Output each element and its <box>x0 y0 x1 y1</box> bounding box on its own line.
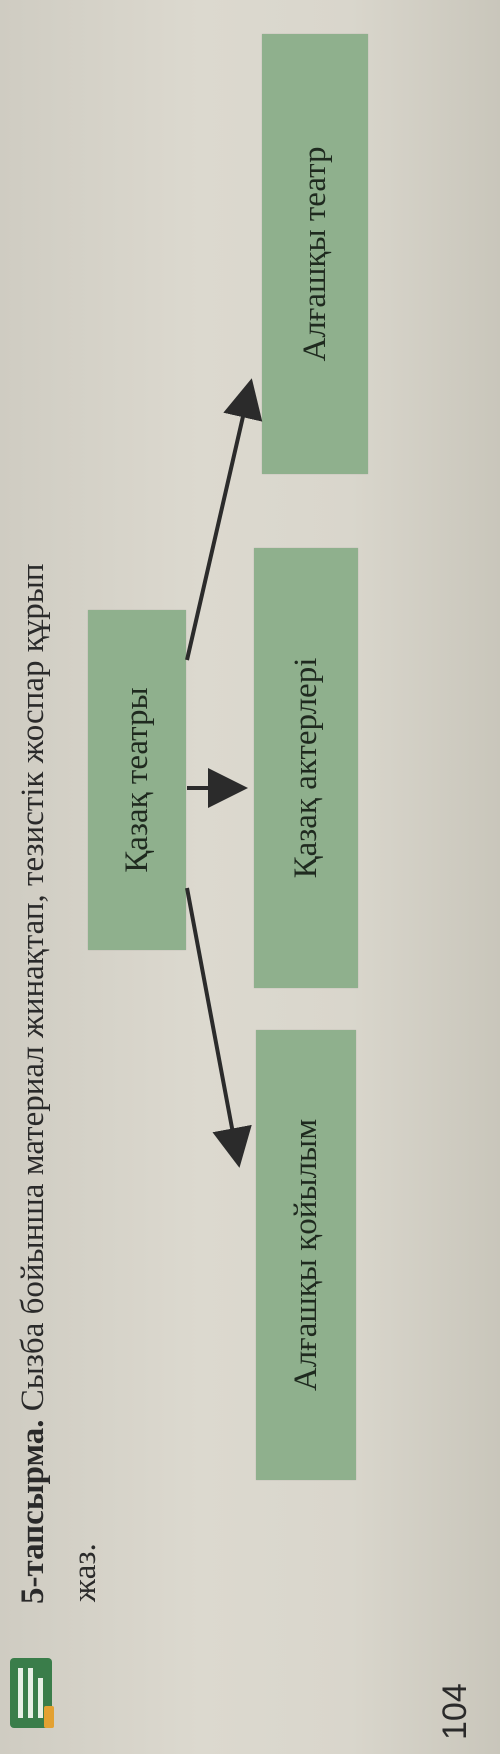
page-number: 104 <box>436 1683 474 1740</box>
arrow-to-right <box>185 378 263 661</box>
arrow-to-left <box>185 887 252 1168</box>
